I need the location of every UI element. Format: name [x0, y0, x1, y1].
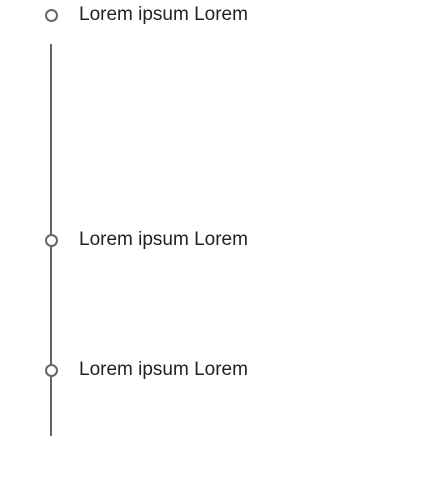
timeline-item-3: Lorem ipsum Lorem — [0, 0, 445, 30]
circle-marker-icon — [45, 9, 58, 22]
timeline-item-1: Lorem ipsum Lorem — [0, 225, 445, 255]
timeline-item-label: Lorem ipsum Lorem — [79, 4, 248, 25]
timeline-item-label: Lorem ipsum Lorem — [79, 229, 248, 250]
timeline-item-label: Lorem ipsum Lorem — [79, 359, 248, 380]
timeline-item-2: Lorem ipsum Lorem — [0, 355, 445, 385]
circle-marker-icon — [45, 234, 58, 247]
circle-marker-icon — [45, 364, 58, 377]
